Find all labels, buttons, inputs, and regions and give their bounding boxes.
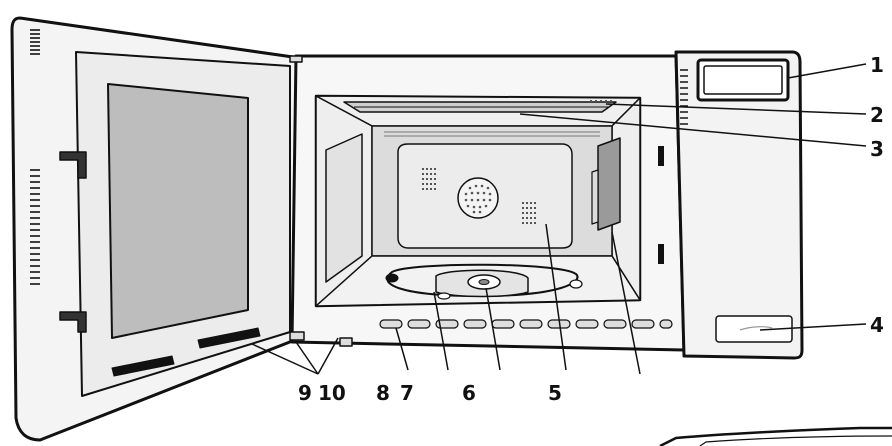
ceiling-vent-dots: [590, 100, 612, 102]
front-vent-row: [379, 319, 673, 329]
display-screen: [703, 65, 783, 95]
back-wall-vent-left: [422, 168, 436, 190]
callout-4: 4: [870, 313, 884, 337]
ceiling-vent-strip: [384, 131, 600, 137]
turntable-shaft-core: [478, 279, 490, 285]
leader-2: [605, 103, 867, 115]
door-release-button: [715, 315, 793, 343]
next-figure-outline: [659, 426, 892, 446]
roller-ring: [386, 263, 579, 297]
door-vents-side: [30, 169, 40, 285]
callout-5: 5: [548, 381, 562, 405]
door-release-button-mark: [739, 326, 773, 331]
callout-numbers: 1 2 3 4 9 10 8 7 6 5: [298, 53, 884, 405]
leader-3: [519, 113, 867, 147]
leader-9: [251, 343, 319, 375]
leader-10: [295, 341, 319, 375]
callout-9: 9: [298, 381, 312, 405]
roller-wheel-front: [437, 292, 451, 300]
leader-7: [433, 291, 449, 371]
back-wall-vent-right: [522, 202, 536, 224]
next-figure-inner: [699, 435, 892, 446]
callout-8: 8: [376, 381, 390, 405]
leader-10b: [317, 337, 339, 375]
control-panel: [674, 50, 804, 360]
door-latch-lower: [59, 311, 87, 333]
hinge-lower: [289, 331, 305, 341]
cavity: [314, 94, 642, 308]
latch-slot-upper: [658, 146, 664, 166]
leader-5: [545, 223, 567, 371]
door: [10, 16, 302, 442]
control-panel-vents: [680, 69, 688, 125]
callout-lines: [251, 63, 867, 375]
callout-10: 10: [318, 381, 346, 405]
control-panel-body: [674, 50, 804, 360]
next-figure-edge: [659, 426, 892, 446]
door-latch-upper: [59, 151, 87, 179]
cabinet-foot: [339, 337, 353, 347]
callout-3: 3: [870, 137, 884, 161]
leader-4: [759, 323, 867, 331]
door-window: [107, 83, 249, 339]
door-seal-right: [197, 327, 261, 349]
latch-slot-lower: [658, 244, 664, 264]
leader-6: [485, 287, 501, 371]
roller-wheel-right: [569, 279, 583, 289]
waveguide-cover: [597, 137, 621, 231]
hinge-upper: [289, 55, 303, 63]
leader-1: [787, 63, 867, 79]
back-wall-fan-grille: [457, 177, 499, 219]
door-vents-top: [30, 29, 40, 55]
callout-7: 7: [400, 381, 414, 405]
callout-1: 1: [870, 53, 884, 77]
callout-6: 6: [462, 381, 476, 405]
door-seal-left: [111, 355, 175, 377]
leader-8: [395, 327, 409, 371]
left-wall-panel: [325, 133, 363, 283]
waveguide-cover-bracket: [591, 169, 599, 225]
roller-wheel-left: [385, 273, 399, 283]
callout-2: 2: [870, 103, 884, 127]
fan-grille-holes: [464, 184, 492, 214]
leader-5b: [611, 231, 641, 375]
